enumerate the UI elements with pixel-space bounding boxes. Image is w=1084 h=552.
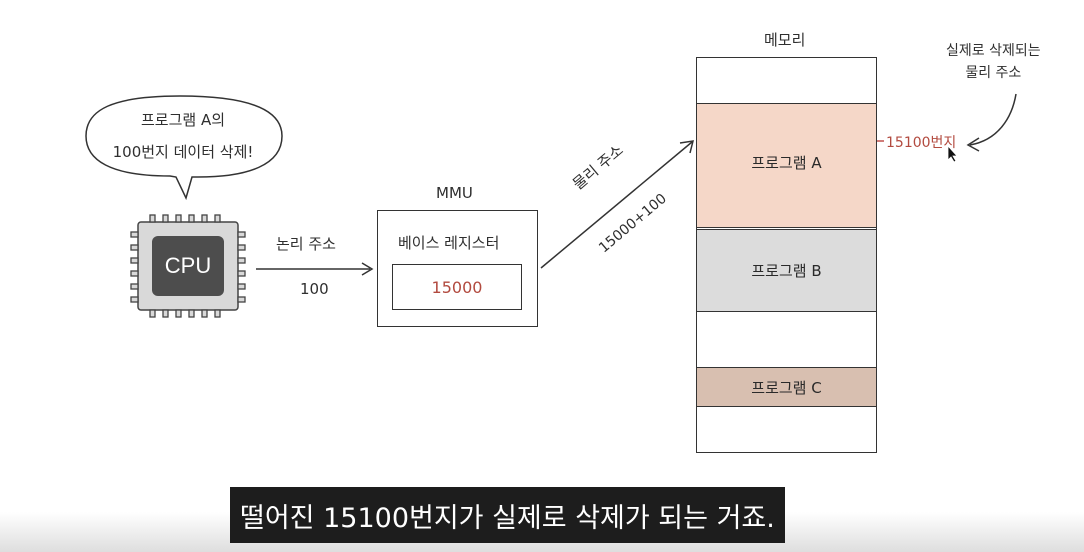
speech-bubble-text: 프로그램 A의 100번지 데이터 삭제! — [83, 104, 283, 168]
base-register-label: 베이스 레지스터 — [398, 234, 500, 252]
annotation-text: 실제로 삭제되는 물리 주소 — [946, 40, 1041, 84]
cpu-label: CPU — [152, 236, 224, 296]
logical-address-value: 100 — [300, 280, 329, 298]
memory-title: 메모리 — [764, 31, 806, 49]
mmu-title: MMU — [436, 184, 473, 202]
mmu-box — [377, 210, 538, 327]
base-register-value: 15000 — [392, 264, 522, 310]
segment-program-c: 프로그램 C — [697, 367, 876, 407]
cursor-icon — [947, 144, 958, 163]
segment-program-b-label: 프로그램 B — [751, 262, 822, 280]
video-subtitle: 떨어진 15100번지가 실제로 삭제가 되는 거죠. — [230, 487, 785, 543]
segment-program-a-label: 프로그램 A — [751, 154, 822, 172]
logical-address-label: 논리 주소 — [276, 235, 336, 253]
speech-bubble-line1: 프로그램 A의 — [140, 111, 226, 129]
logical-address-arrow — [256, 262, 374, 276]
physical-address-arrow — [540, 140, 695, 269]
segment-program-c-label: 프로그램 C — [751, 378, 822, 397]
annotation-line2: 물리 주소 — [965, 65, 1022, 81]
annotation-line1: 실제로 삭제되는 — [946, 43, 1041, 59]
address-marker-label: 15100번지 — [886, 135, 957, 151]
segment-program-a: 프로그램 A — [697, 103, 876, 228]
segment-program-b: 프로그램 B — [697, 229, 876, 312]
speech-bubble-line2: 100번지 데이터 삭제! — [112, 143, 254, 161]
speech-bubble — [85, 95, 283, 201]
annotation-arrow — [966, 93, 1017, 152]
